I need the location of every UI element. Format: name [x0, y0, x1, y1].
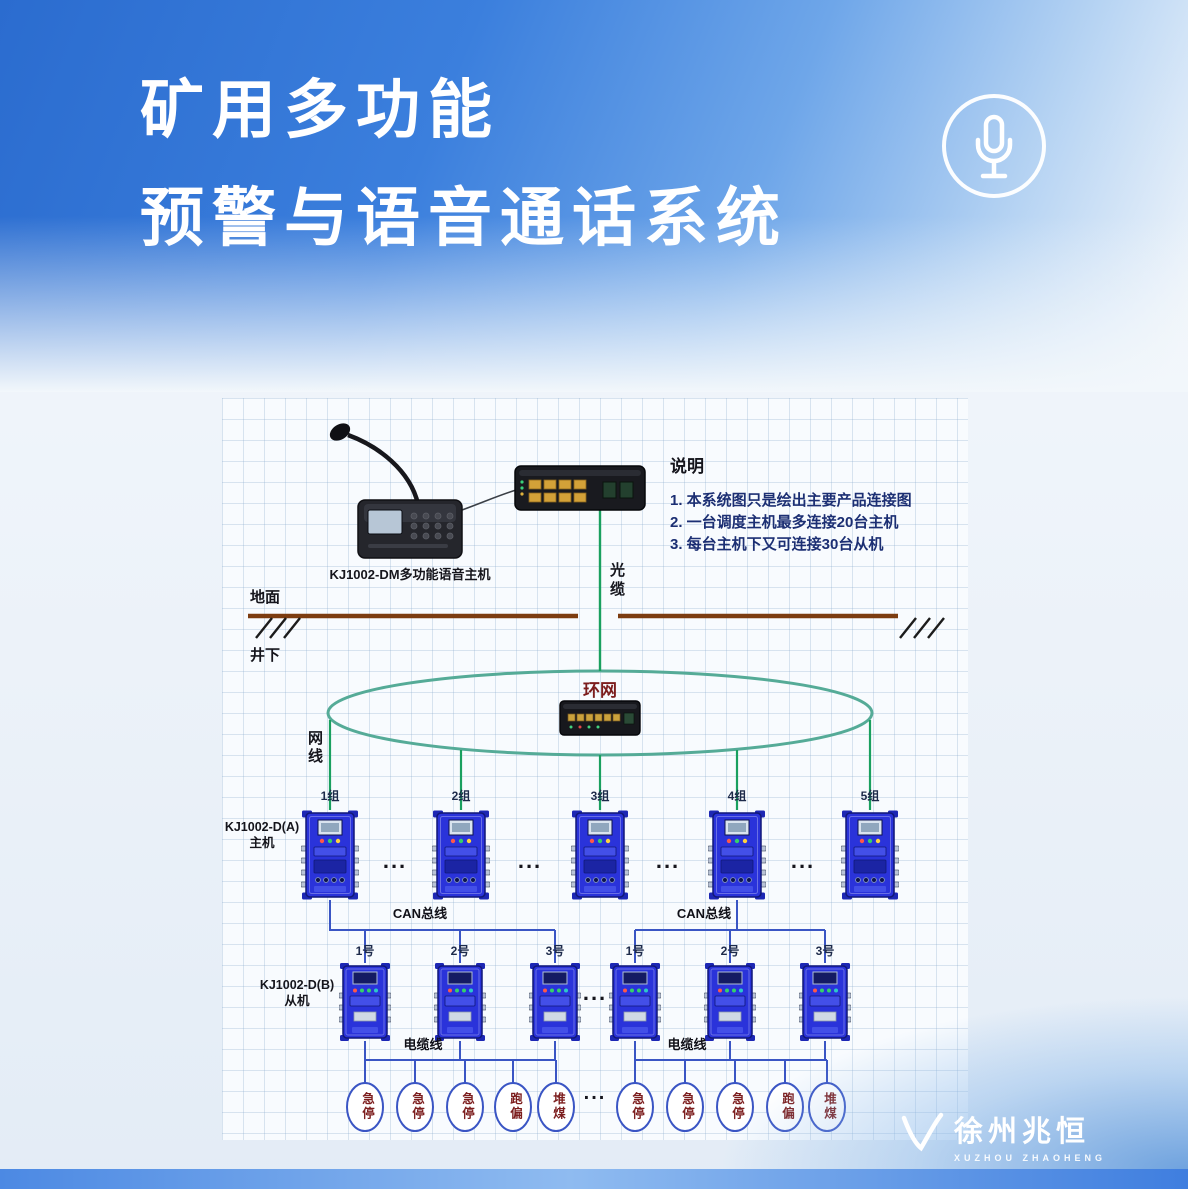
sensor-label: 急停	[630, 1092, 644, 1121]
slave-device	[434, 963, 486, 1041]
sensor-label: 急停	[460, 1092, 474, 1121]
slave-model-block: KJ1002-D(B) 从机	[257, 977, 337, 1009]
host-device	[571, 810, 629, 900]
page-title-line2: 预警与语音通话系统	[140, 182, 788, 254]
sensor-label: 堆煤	[822, 1092, 836, 1121]
slave-number-label: 2号	[720, 944, 740, 958]
slave-number-label: 3号	[545, 944, 565, 958]
host-drop-lines	[328, 720, 872, 810]
host-role-label: 主机	[249, 836, 275, 850]
sensor-label: 堆煤	[551, 1092, 565, 1121]
slave-number-label: 1号	[355, 944, 375, 958]
label-net-cable: 网线	[306, 730, 323, 766]
ground-lines	[248, 613, 945, 639]
slave-device	[529, 963, 581, 1041]
sensor-label: 急停	[360, 1092, 374, 1121]
slave-model-label: KJ1002-D(B)	[259, 978, 335, 992]
sensor-label: 跑偏	[508, 1092, 522, 1121]
slave-device	[799, 963, 851, 1041]
notes-title: 说明	[670, 457, 704, 476]
ellipsis: ...	[382, 848, 408, 873]
bottom-accent-bar	[0, 1169, 1188, 1189]
notes-block: 说明 1. 本系统图只是绘出主要产品连接图 2. 一台调度主机最多连接20台主机…	[670, 452, 912, 556]
hero-banner: 矿用多功能 预警与语音通话系统	[0, 0, 1188, 392]
host-device	[841, 810, 899, 900]
slave-number-label: 3号	[815, 944, 835, 958]
sensor-label: 急停	[680, 1092, 694, 1121]
group-label-5: 5组	[860, 789, 880, 803]
group-label-2: 2组	[451, 789, 471, 803]
fiber-switch	[514, 465, 646, 511]
can-bus-label: CAN总线	[676, 906, 732, 921]
cable-line-label: 电缆线	[667, 1037, 707, 1052]
system-diagram: KJ1002-DM多功能语音主机 说明 1. 本系统图只是绘出主要产品连接图 2…	[222, 398, 968, 1140]
slave-device	[609, 963, 661, 1041]
host-device	[301, 810, 359, 900]
slave-role-label: 从机	[284, 994, 310, 1008]
ellipsis: ...	[517, 848, 543, 873]
label-underground: 井下	[250, 647, 281, 664]
slave-device	[339, 963, 391, 1041]
note-item-2: 2. 一台调度主机最多连接20台主机	[670, 514, 899, 531]
can-bus-lines	[329, 900, 826, 963]
microphone-icon	[938, 90, 1050, 207]
page-title-line1: 矿用多功能	[140, 74, 500, 146]
note-item-3: 3. 每台主机下又可连接30台从机	[670, 536, 884, 553]
group-label-4: 4组	[727, 789, 747, 803]
ellipsis: ...	[583, 1082, 607, 1104]
label-ring-network: 环网	[583, 681, 617, 700]
label-desk-host: KJ1002-DM多功能语音主机	[329, 567, 491, 582]
brand-swoosh-icon	[900, 1112, 944, 1159]
brand-subtitle: XUZHOU ZHAOHENG	[954, 1153, 1106, 1163]
host-model-block: KJ1002-D(A) 主机	[222, 819, 302, 851]
note-item-1: 1. 本系统图只是绘出主要产品连接图	[670, 492, 912, 509]
ellipsis: ...	[582, 980, 608, 1005]
desk-intercom	[329, 423, 517, 559]
ellipsis: ...	[655, 848, 681, 873]
host-device	[708, 810, 766, 900]
group-label-1: 1组	[320, 789, 340, 803]
ellipsis: ...	[790, 848, 816, 873]
label-fiber-cable: 光缆	[608, 562, 625, 600]
host-model-label: KJ1002-D(A)	[224, 820, 300, 834]
group-label-3: 3组	[590, 789, 610, 803]
can-bus-label: CAN总线	[392, 906, 448, 921]
label-ground: 地面	[250, 589, 281, 606]
ring-switch	[559, 700, 641, 736]
page-title: 矿用多功能 预警与语音通话系统	[140, 78, 788, 250]
slave-number-label: 1号	[625, 944, 645, 958]
sensor-label: 急停	[730, 1092, 744, 1121]
host-device	[432, 810, 490, 900]
brand-logo: 徐州兆恒 XUZHOU ZHAOHENG	[900, 1108, 1106, 1163]
brand-name: 徐州兆恒	[954, 1116, 1091, 1148]
slave-number-label: 2号	[450, 944, 470, 958]
sensor-label: 跑偏	[780, 1092, 794, 1121]
cable-line-label: 电缆线	[403, 1037, 443, 1052]
hatch-marks	[255, 617, 945, 639]
sensor-label: 急停	[410, 1092, 424, 1121]
slave-device	[704, 963, 756, 1041]
